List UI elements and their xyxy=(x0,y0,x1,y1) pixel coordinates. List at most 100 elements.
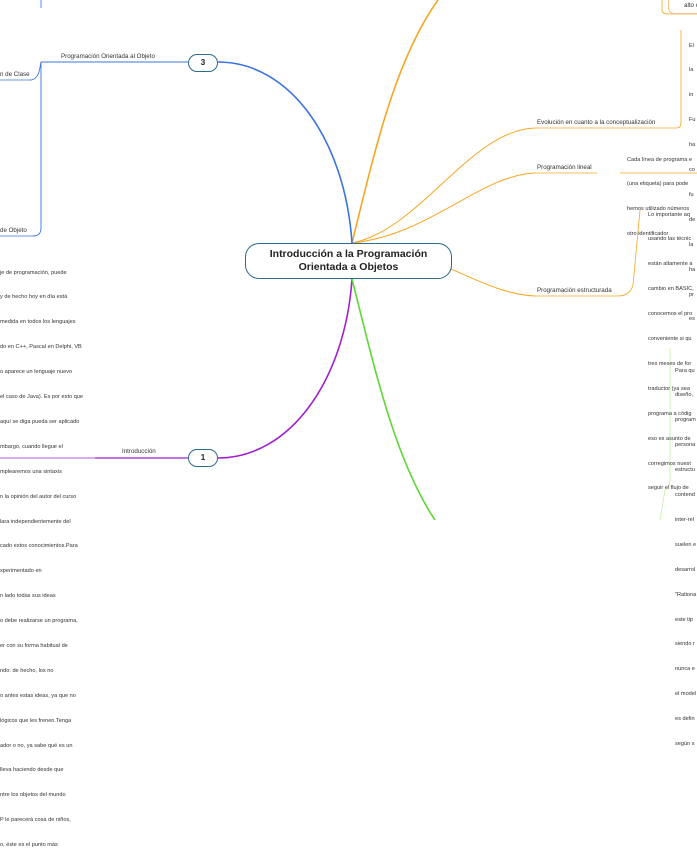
estructurada-text-line: eso es asunto de xyxy=(648,435,691,442)
intro-text-line: o, éste es el punto más xyxy=(0,842,58,849)
node-number-1[interactable]: 1 xyxy=(188,449,218,467)
evolucion-text-line: pr xyxy=(689,291,694,298)
intro-text-block: je de programación, puede y de hecho hoy… xyxy=(0,252,83,858)
intro-text-line: o debe realizarse un programa, xyxy=(0,618,78,625)
bottom-right-text-line: contend xyxy=(675,492,695,499)
bottom-right-text-line: suelen e xyxy=(675,541,697,548)
intro-text-line: cado estos conocimientos.Para xyxy=(0,543,78,550)
bottom-right-text-line: "Rationa xyxy=(675,591,697,598)
node-label-objeto[interactable]: de Objeto xyxy=(0,227,27,234)
evolucion-text-line: ha xyxy=(689,142,696,149)
evolucion-text-line: es xyxy=(689,316,695,323)
node-label-estructurada[interactable]: Programación estructurada xyxy=(537,287,612,294)
green-bracket-right xyxy=(659,348,671,520)
estructurada-text-line: seguir el flujo de xyxy=(648,485,689,492)
evolucion-text-line: El xyxy=(689,42,694,49)
intro-text-line: n la opinión del autor del curso xyxy=(0,493,77,500)
node-label-introduccion[interactable]: Introducción xyxy=(122,448,156,455)
orange-branch-evolucion xyxy=(351,127,536,244)
node-label-clase[interactable]: n de Clase xyxy=(0,71,30,78)
orange-main-branch xyxy=(351,0,439,244)
intro-text-line: do en C++, Pascal en Delphi, VB xyxy=(0,344,82,351)
evolucion-text-line: in xyxy=(689,92,694,99)
intro-text-line: medida en todos los lenguajes xyxy=(0,319,76,326)
orange-bracket-evolucion xyxy=(665,30,682,129)
intro-text-line: o antes estas ideas, ya que no xyxy=(0,692,76,699)
intro-text-line: lara independientemente del xyxy=(0,518,71,525)
evolucion-text-line: co xyxy=(689,167,695,174)
estructurada-text-line: tres meses de for xyxy=(648,360,692,367)
intro-text-line: aquí se diga pueda ser aplicado xyxy=(0,418,80,425)
green-main-branch xyxy=(351,278,436,520)
purple-main-branch xyxy=(217,278,353,459)
evolucion-text-block: El la in Fu ha co fu de la ha pr es xyxy=(689,25,696,332)
bottom-right-text-line: inter-rel xyxy=(675,516,694,523)
evolucion-text-line: la xyxy=(689,241,694,248)
intro-text-line: xperimentado en xyxy=(0,568,42,575)
intro-text-line: lleva haciendo desde que xyxy=(0,767,64,774)
estructurada-text-line: conveniente si qu xyxy=(648,336,692,343)
lineal-text-block: Cada línea de programa e (una etiqueta) … xyxy=(627,139,692,247)
node-label-poo[interactable]: Programación Orientada al Objeto xyxy=(61,53,155,60)
node-label-evolucion[interactable]: Evolución en cuanto a la conceptualizaci… xyxy=(537,119,656,126)
intro-text-line: mbargo, cuando llegue el xyxy=(0,443,63,450)
bottom-right-text-block: Para qu diseño, program persona estructu… xyxy=(675,350,696,757)
bottom-right-text-line: este tip xyxy=(675,616,694,623)
estructurada-text-line: usando las técnic xyxy=(648,236,692,243)
intro-text-line: mplearemos una sintaxis xyxy=(0,468,62,475)
top-right-bubble[interactable] xyxy=(668,0,697,14)
estructurada-text-line: Lo importante aq xyxy=(648,211,690,218)
estructurada-text-line: están altamente a xyxy=(648,261,693,268)
intro-text-line: o aparece un lenguaje nuevo xyxy=(0,369,73,376)
intro-text-line: ador o no, ya sabe qué es un xyxy=(0,742,73,749)
blue-branch-objeto xyxy=(32,62,42,237)
bottom-right-text-line: según s xyxy=(675,740,695,747)
lineal-text-line: otro identificador xyxy=(627,231,669,238)
bottom-right-text-line: persona xyxy=(675,442,696,449)
estructurada-text-block: Lo importante aq usando las técnic están… xyxy=(648,194,694,501)
bottom-right-text-line: siendo r xyxy=(675,641,695,648)
intro-text-line: P le parecerá cosa de niños, xyxy=(0,817,71,824)
node-number-3[interactable]: 3 xyxy=(188,54,218,72)
intro-text-line: ndo: de hecho, los no xyxy=(0,667,54,674)
evolucion-text-line: la xyxy=(689,67,694,74)
intro-text-line: er con su forma habitual de xyxy=(0,642,68,649)
bottom-right-text-line: Para qu xyxy=(675,367,695,374)
estructurada-text-line: cambio en BASIC, xyxy=(648,286,694,293)
estructurada-text-line: programa a códig xyxy=(648,410,692,417)
intro-text-line: n lado todas sus ideas xyxy=(0,593,56,600)
blue-branch-clase xyxy=(29,61,42,81)
central-title-line1: Introducción a la Programación xyxy=(269,248,428,260)
bottom-right-text-line: estructu xyxy=(675,467,695,474)
orange-branch-lineal xyxy=(351,172,536,244)
evolucion-text-line: fu xyxy=(689,191,694,198)
intro-text-line: lógicos que les frenen.Tenga xyxy=(0,717,72,724)
estructurada-text-line: conocemos el pro xyxy=(648,311,693,318)
central-title-line2: Orientada a Objetos xyxy=(298,261,399,273)
blue-main-branch xyxy=(217,61,353,244)
bottom-right-text-line: desarrol xyxy=(675,566,696,573)
mindmap-connectors xyxy=(0,0,697,520)
estructurada-text-line: traductor (ya sea xyxy=(648,385,690,392)
evolucion-text-line: Fu xyxy=(689,117,696,124)
bottom-right-text-line: diseño, xyxy=(675,392,694,399)
bottom-right-text-line: nunca e xyxy=(675,666,695,673)
node-label-lineal[interactable]: Programación lineal xyxy=(537,164,592,171)
bottom-right-text-line: el model xyxy=(675,691,697,698)
central-topic[interactable]: Introducción a la Programación Orientada… xyxy=(245,243,452,279)
intro-text-line: y de hecho hoy en día está xyxy=(0,294,68,301)
evolucion-text-line: ha xyxy=(689,266,696,273)
bottom-right-text-line: es defin xyxy=(675,716,695,723)
intro-text-line: el caso de Java). Es por esto que xyxy=(0,394,84,401)
orange-bracket-estructurada xyxy=(617,209,641,297)
estructurada-text-line: corregimos nuest xyxy=(648,460,691,467)
lineal-text-line: hemos utilizado números xyxy=(627,206,690,213)
lineal-text-line: Cada línea de programa e xyxy=(627,156,692,163)
lineal-text-line: (una etiqueta) para pode xyxy=(627,181,689,188)
intro-text-line: ntre los objetos del mundo xyxy=(0,792,66,799)
top-right-label[interactable]: alto o ba xyxy=(684,2,697,9)
evolucion-text-line: de xyxy=(689,216,696,223)
bottom-right-text-line: program xyxy=(675,417,696,424)
intro-text-line: je de programación, puede xyxy=(0,269,67,276)
orange-top-connector xyxy=(661,0,697,15)
